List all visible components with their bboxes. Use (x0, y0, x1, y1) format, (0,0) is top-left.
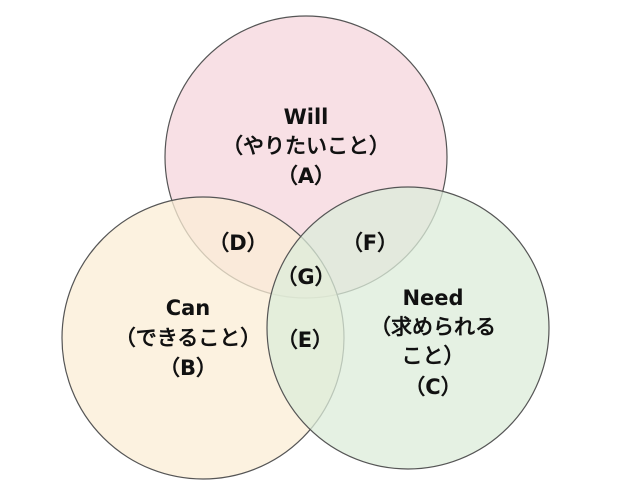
need-description-cont: こと） (402, 344, 465, 368)
can-letter: （B） (159, 356, 217, 380)
overlap-d-label: （D） (208, 231, 267, 255)
will-label: Will (284, 105, 329, 129)
will-description: （やりたいこと） (222, 134, 390, 158)
can-label: Can (166, 296, 211, 320)
overlap-g-label: （G） (276, 265, 335, 289)
overlap-f-label: （F） (342, 231, 398, 255)
need-letter: （C） (404, 375, 461, 399)
will-letter: （A） (277, 164, 335, 188)
overlap-e-label: （E） (277, 328, 333, 352)
need-description: （求められる (370, 315, 496, 339)
need-circle (266, 186, 550, 470)
can-description: （できること） (115, 326, 262, 350)
need-label: Need (402, 286, 463, 310)
